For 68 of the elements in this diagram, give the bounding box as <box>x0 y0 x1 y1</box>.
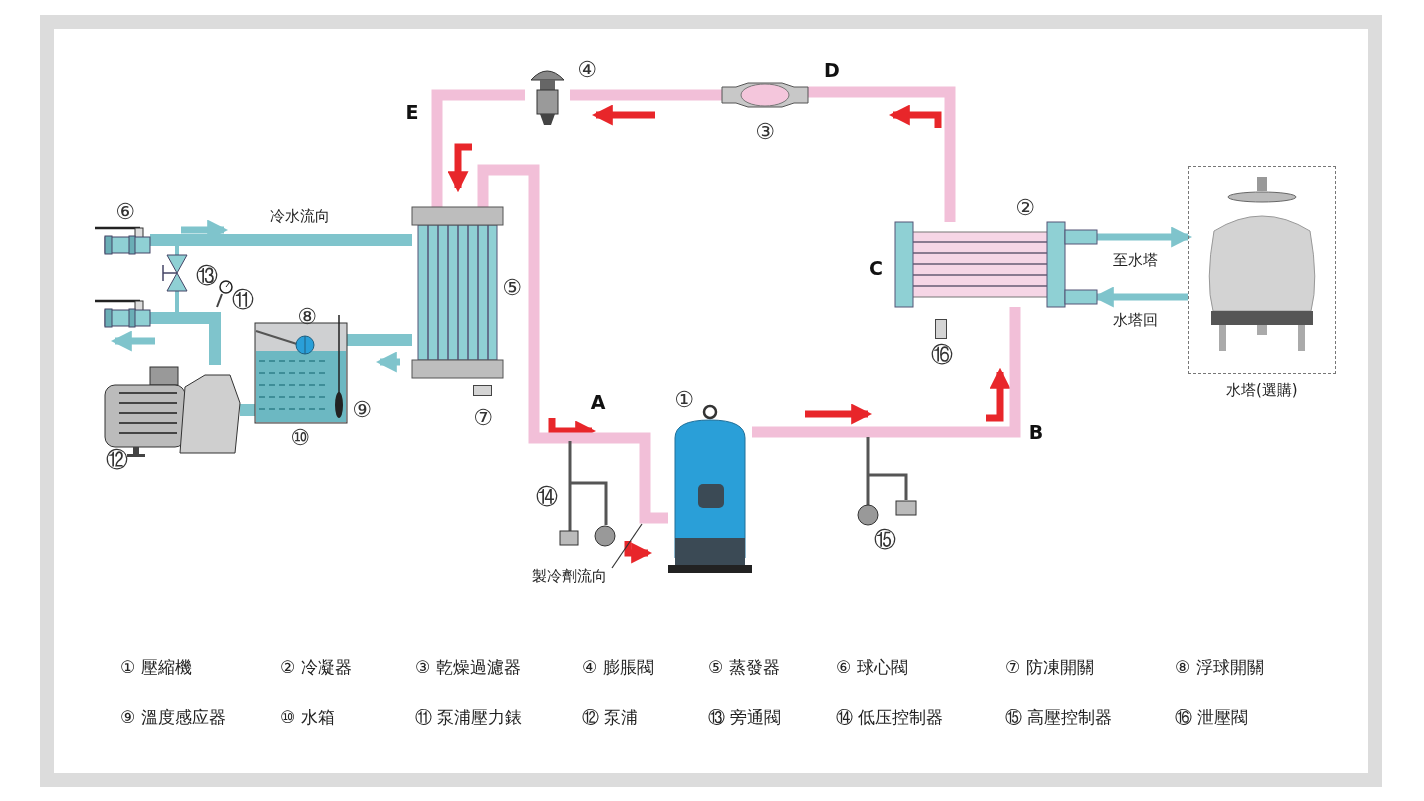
point-label: A <box>590 392 606 412</box>
point-label: D <box>824 60 840 80</box>
pipe <box>808 86 956 222</box>
callout-number: ⑦ <box>473 407 493 429</box>
sensing-tube <box>568 441 572 455</box>
pipe <box>240 404 255 416</box>
callout-number: ⑭ <box>536 486 558 508</box>
evaporator-drawing <box>412 207 503 378</box>
low-pressure-controller-drawing <box>560 455 615 547</box>
ball-valve-drawing <box>95 298 150 326</box>
bypass-valve-drawing <box>163 255 191 291</box>
key-entry: ⑮ 高壓控制器 <box>1005 708 1113 727</box>
key-entry: ⑩ 水箱 <box>280 708 335 727</box>
callout-number: ① <box>674 389 694 411</box>
callout-number: ⑧ <box>297 306 317 328</box>
callout-number: ⑩ <box>290 427 310 449</box>
edge-label: 至水塔 <box>1110 251 1160 269</box>
pipe <box>570 89 722 101</box>
gauge-stem <box>216 293 223 308</box>
key-entry: ④ 膨脹閥 <box>582 658 654 677</box>
tower-label: 水塔(選購) <box>1226 382 1298 399</box>
callout-text: 製冷劑流向 <box>532 568 607 585</box>
temperature-sensor-drawing <box>333 315 345 419</box>
pipe <box>477 164 668 524</box>
key-entry: ⑫ 泵浦 <box>582 708 639 727</box>
key-entry: ⑧ 浮球開關 <box>1175 658 1264 677</box>
callout-number: ⑪ <box>232 289 254 311</box>
callout-number: ② <box>1015 197 1035 219</box>
callout-number: ③ <box>755 121 775 143</box>
callout-number: ⑬ <box>196 265 218 287</box>
key-entry: ⑯ 泄壓閥 <box>1175 708 1249 727</box>
condenser-drawing <box>895 222 1097 307</box>
ball-valve-drawing <box>95 225 150 253</box>
key-entry: ① 壓縮機 <box>120 658 192 677</box>
point-label: E <box>405 102 419 122</box>
filter-drier-drawing <box>722 83 808 107</box>
edge-label: 水塔回 <box>1110 311 1160 329</box>
callout-number: ⑨ <box>352 399 372 421</box>
key-entry: ② 冷凝器 <box>280 658 352 677</box>
callout-number: ⑮ <box>874 529 896 551</box>
leader-line <box>611 523 643 569</box>
callout-number: ⑤ <box>502 277 522 299</box>
arrow <box>1097 226 1193 248</box>
callout-number: ⑥ <box>115 201 135 223</box>
pipe <box>431 89 525 207</box>
callout-number: ⑯ <box>931 344 953 366</box>
pipe <box>752 307 1021 438</box>
key-entry: ③ 乾燥過濾器 <box>415 658 521 677</box>
relief-valve <box>935 319 947 339</box>
key-entry: ⑭ 低压控制器 <box>836 708 944 727</box>
flow-label: 冷水流向 <box>270 208 330 225</box>
pipe <box>347 334 412 346</box>
bypass-pipe <box>175 291 179 312</box>
sensing-tube <box>866 437 870 445</box>
pressure-gauge-drawing <box>219 280 233 294</box>
key-entry: ⑥ 球心閥 <box>836 658 908 677</box>
callout-number: ⑫ <box>106 449 128 471</box>
key-entry: ⑪ 泵浦壓力錶 <box>415 708 523 727</box>
point-label: C <box>869 258 883 278</box>
point-label: B <box>1028 422 1044 442</box>
callout-number: ④ <box>577 59 597 81</box>
key-entry: ⑦ 防凍開關 <box>1005 658 1094 677</box>
key-entry: ⑬ 旁通閥 <box>708 708 782 727</box>
float-switch-drawing <box>256 329 314 355</box>
pipe <box>150 234 412 246</box>
key-entry: ⑨ 溫度感应器 <box>120 708 226 727</box>
key-entry: ⑤ 蒸發器 <box>708 658 780 677</box>
antifreeze-switch <box>473 385 492 396</box>
